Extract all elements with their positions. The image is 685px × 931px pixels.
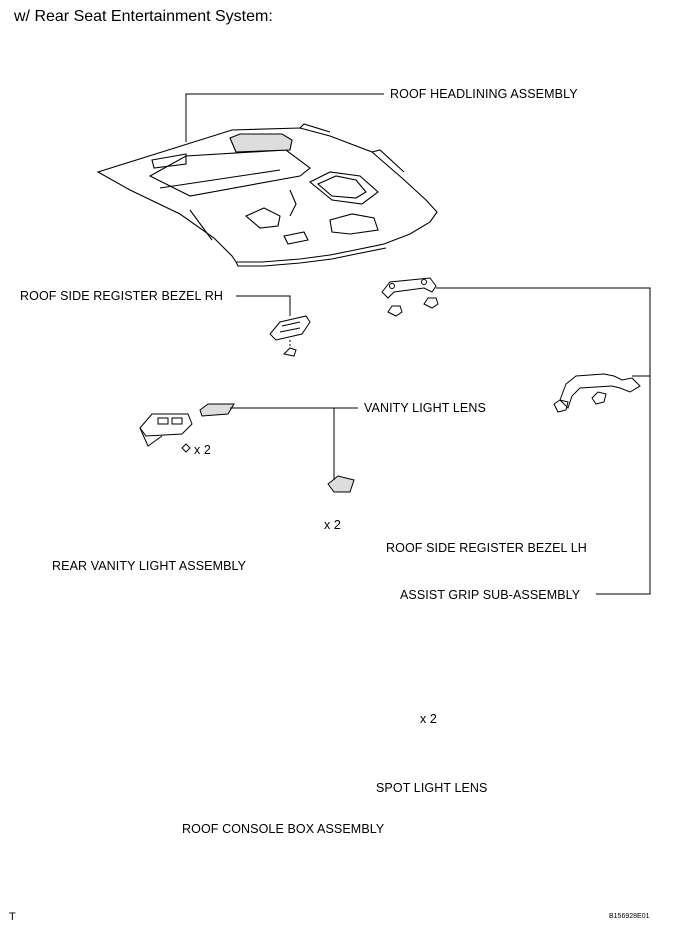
label-roof-headlining: ROOF HEADLINING ASSEMBLY	[390, 87, 578, 101]
figure-code: B156928E01	[609, 913, 650, 920]
label-roof-console-box: ROOF CONSOLE BOX ASSEMBLY	[182, 822, 385, 836]
vanity-lens-upper-drawing	[199, 403, 235, 417]
label-spot-light-lens: SPOT LIGHT LENS	[376, 781, 488, 795]
bezel-rh-drawing	[269, 315, 311, 357]
assist-grip-lower-drawing	[553, 373, 641, 413]
rear-vanity-light-upper-drawing	[139, 413, 193, 453]
page-title: w/ Rear Seat Entertainment System:	[14, 8, 273, 25]
leader-bezel-rh	[236, 295, 291, 316]
leader-roof-headlining	[185, 93, 384, 142]
leader-assist-grip	[436, 287, 651, 595]
qty-vanity-lower: x 2	[324, 518, 341, 532]
label-roof-side-bezel-rh: ROOF SIDE REGISTER BEZEL RH	[20, 289, 223, 303]
qty-console: x 2	[420, 712, 437, 726]
label-assist-grip: ASSIST GRIP SUB-ASSEMBLY	[400, 588, 581, 602]
label-vanity-light-lens: VANITY LIGHT LENS	[364, 401, 486, 415]
vanity-lens-lower-drawing	[327, 475, 355, 493]
assist-grip-upper-drawing	[381, 277, 439, 317]
roof-headlining-drawing	[96, 123, 438, 267]
qty-vanity-upper: x 2	[194, 443, 211, 457]
label-rear-vanity-light: REAR VANITY LIGHT ASSEMBLY	[52, 559, 247, 573]
corner-mark: T	[9, 911, 16, 923]
label-roof-side-bezel-lh: ROOF SIDE REGISTER BEZEL LH	[386, 541, 587, 555]
